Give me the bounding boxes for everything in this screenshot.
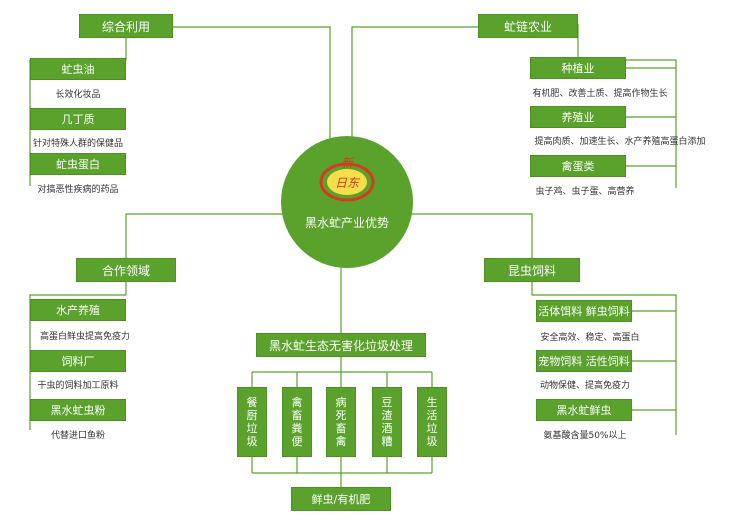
bottom-right-desc-0: 安全高效、稳定、高蛋白 — [540, 332, 640, 343]
center-node: 新 日东 黑水虻产业优势 — [281, 136, 413, 268]
bottom-right-desc-1: 动物保健、提高免疫力 — [539, 380, 630, 391]
bottom-left-title: 合作领域 — [76, 258, 176, 282]
top-left-item-2: 虻虫蛋白 — [30, 153, 126, 175]
top-left-item-0: 虻虫油 — [30, 58, 126, 80]
logo-text-main: 日东 — [335, 176, 361, 190]
connector-top-right — [351, 26, 478, 150]
bottom-left-item-2: 黑水虻虫粉 — [30, 399, 126, 421]
bottom-left-desc-1: 干虫的饲料加工原料 — [37, 380, 119, 391]
top-left-desc-2: 对搞恶性疾病的药品 — [37, 184, 119, 195]
top-right-desc-0: 有机肥、改善土质、提高作物生长 — [532, 88, 668, 99]
bottom-right-item-0: 活体饵料 鲜虫饲料 — [536, 300, 632, 322]
top-left-desc-1: 针对特殊人群的保健品 — [32, 138, 123, 149]
bottom-right-item-2: 黑水虻鲜虫 — [536, 399, 632, 421]
bottom-right-title: 昆虫饲料 — [484, 258, 580, 282]
connector-top-left — [171, 26, 331, 150]
top-left-item-1: 几丁质 — [30, 108, 126, 130]
top-right-item-0: 种植业 — [530, 57, 626, 79]
top-left-title: 综合利用 — [79, 14, 173, 38]
top-right-desc-1: 提高肉质、加速生长、水产养殖高蛋白添加 — [534, 136, 706, 147]
top-right-desc-2: 虫子鸡、虫子蛋、高营养 — [535, 186, 635, 197]
disposal-item-1: 禽畜粪便 — [282, 387, 312, 457]
center-title: 黑水虻产业优势 — [304, 216, 389, 230]
disposal-item-4: 生活垃圾 — [417, 387, 447, 457]
top-right-item-1: 养殖业 — [530, 106, 626, 128]
top-right-title: 虻链农业 — [478, 14, 578, 38]
disposal-item-0: 餐厨垃圾 — [237, 387, 267, 457]
connector-br-column — [531, 280, 677, 435]
bottom-left-desc-2: 代替进口鱼粉 — [50, 430, 105, 441]
logo-text-top: 新 — [341, 156, 355, 170]
bottom-right-item-1: 宠物饲料 活性饲料 — [536, 350, 632, 372]
bottom-left-desc-0: 高蛋白鲜虫提高免疫力 — [39, 331, 130, 342]
disposal-item-3: 豆渣酒糟 — [372, 387, 402, 457]
bottom-output: 鲜虫/有机肥 — [291, 487, 391, 511]
connector-bottom-right — [411, 213, 533, 262]
disposal-item-2: 病死畜禽 — [326, 387, 356, 457]
bottom-left-item-1: 饲料厂 — [30, 350, 126, 372]
bottom-right-desc-2: 氨基酸含量50%以上 — [543, 430, 627, 441]
top-right-item-2: 禽蛋类 — [530, 155, 626, 177]
company-logo-icon: 新 日东 — [319, 156, 375, 202]
connector-bottom-left — [125, 213, 283, 262]
top-left-desc-0: 长效化妆品 — [55, 89, 101, 100]
bottom-title: 黑水虻生态无害化垃圾处理 — [256, 333, 426, 357]
connector-tr-column — [577, 24, 677, 188]
bottom-left-item-0: 水产养殖 — [30, 299, 126, 321]
